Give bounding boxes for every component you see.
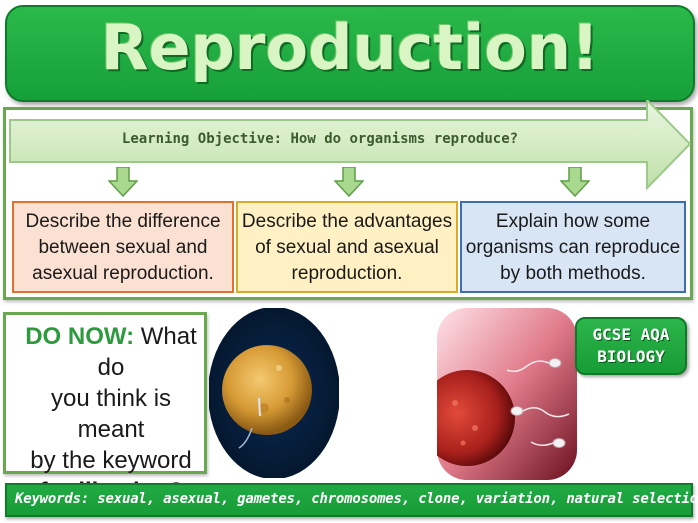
badge-line: GCSE AQA xyxy=(592,325,670,344)
page-title: Reproduction! xyxy=(100,11,600,84)
down-arrow-icon xyxy=(108,167,138,197)
objective-box-3: Explain how some organisms can reproduce… xyxy=(460,201,686,293)
objective-line: Explain how some xyxy=(495,211,651,232)
learning-objective-arrow xyxy=(9,100,692,191)
down-arrow-icon xyxy=(560,167,590,197)
objective-line: reproduction. xyxy=(291,263,403,284)
keywords-bar: Keywords: sexual, asexual, gametes, chro… xyxy=(5,483,698,517)
do-now-line: you think is meant xyxy=(50,385,172,443)
objective-line: of sexual and asexual xyxy=(255,237,439,258)
objective-box-2: Describe the advantages of sexual and as… xyxy=(236,201,458,293)
title-banner: Reproduction! xyxy=(5,5,695,102)
egg-cell-image xyxy=(209,308,339,478)
gcse-aqa-biology-badge: GCSE AQA BIOLOGY xyxy=(575,317,687,375)
do-now-line: What do xyxy=(97,323,197,381)
do-now-box: DO NOW: What do you think is meant by th… xyxy=(3,312,207,505)
objective-line: by both methods. xyxy=(500,263,646,284)
down-arrow-icon xyxy=(334,167,364,197)
objective-line: organisms can reproduce xyxy=(465,237,681,258)
learning-objective-text: Learning Objective: How do organisms rep… xyxy=(121,131,519,147)
objective-line: asexual reproduction. xyxy=(32,263,214,284)
keywords-text: Keywords: sexual, asexual, gametes, chro… xyxy=(15,491,698,507)
objective-box-1: Describe the difference between sexual a… xyxy=(12,201,234,293)
objective-line: between sexual and xyxy=(38,237,208,258)
objective-line: Describe the difference xyxy=(25,211,221,232)
do-now-label: DO NOW: xyxy=(25,323,135,350)
badge-line: BIOLOGY xyxy=(597,347,665,366)
sperm-and-egg-image xyxy=(437,308,577,480)
objective-line: Describe the advantages xyxy=(241,211,453,232)
do-now-line: by the keyword xyxy=(30,447,192,474)
do-now-text: DO NOW: What do you think is meant by th… xyxy=(16,321,206,507)
